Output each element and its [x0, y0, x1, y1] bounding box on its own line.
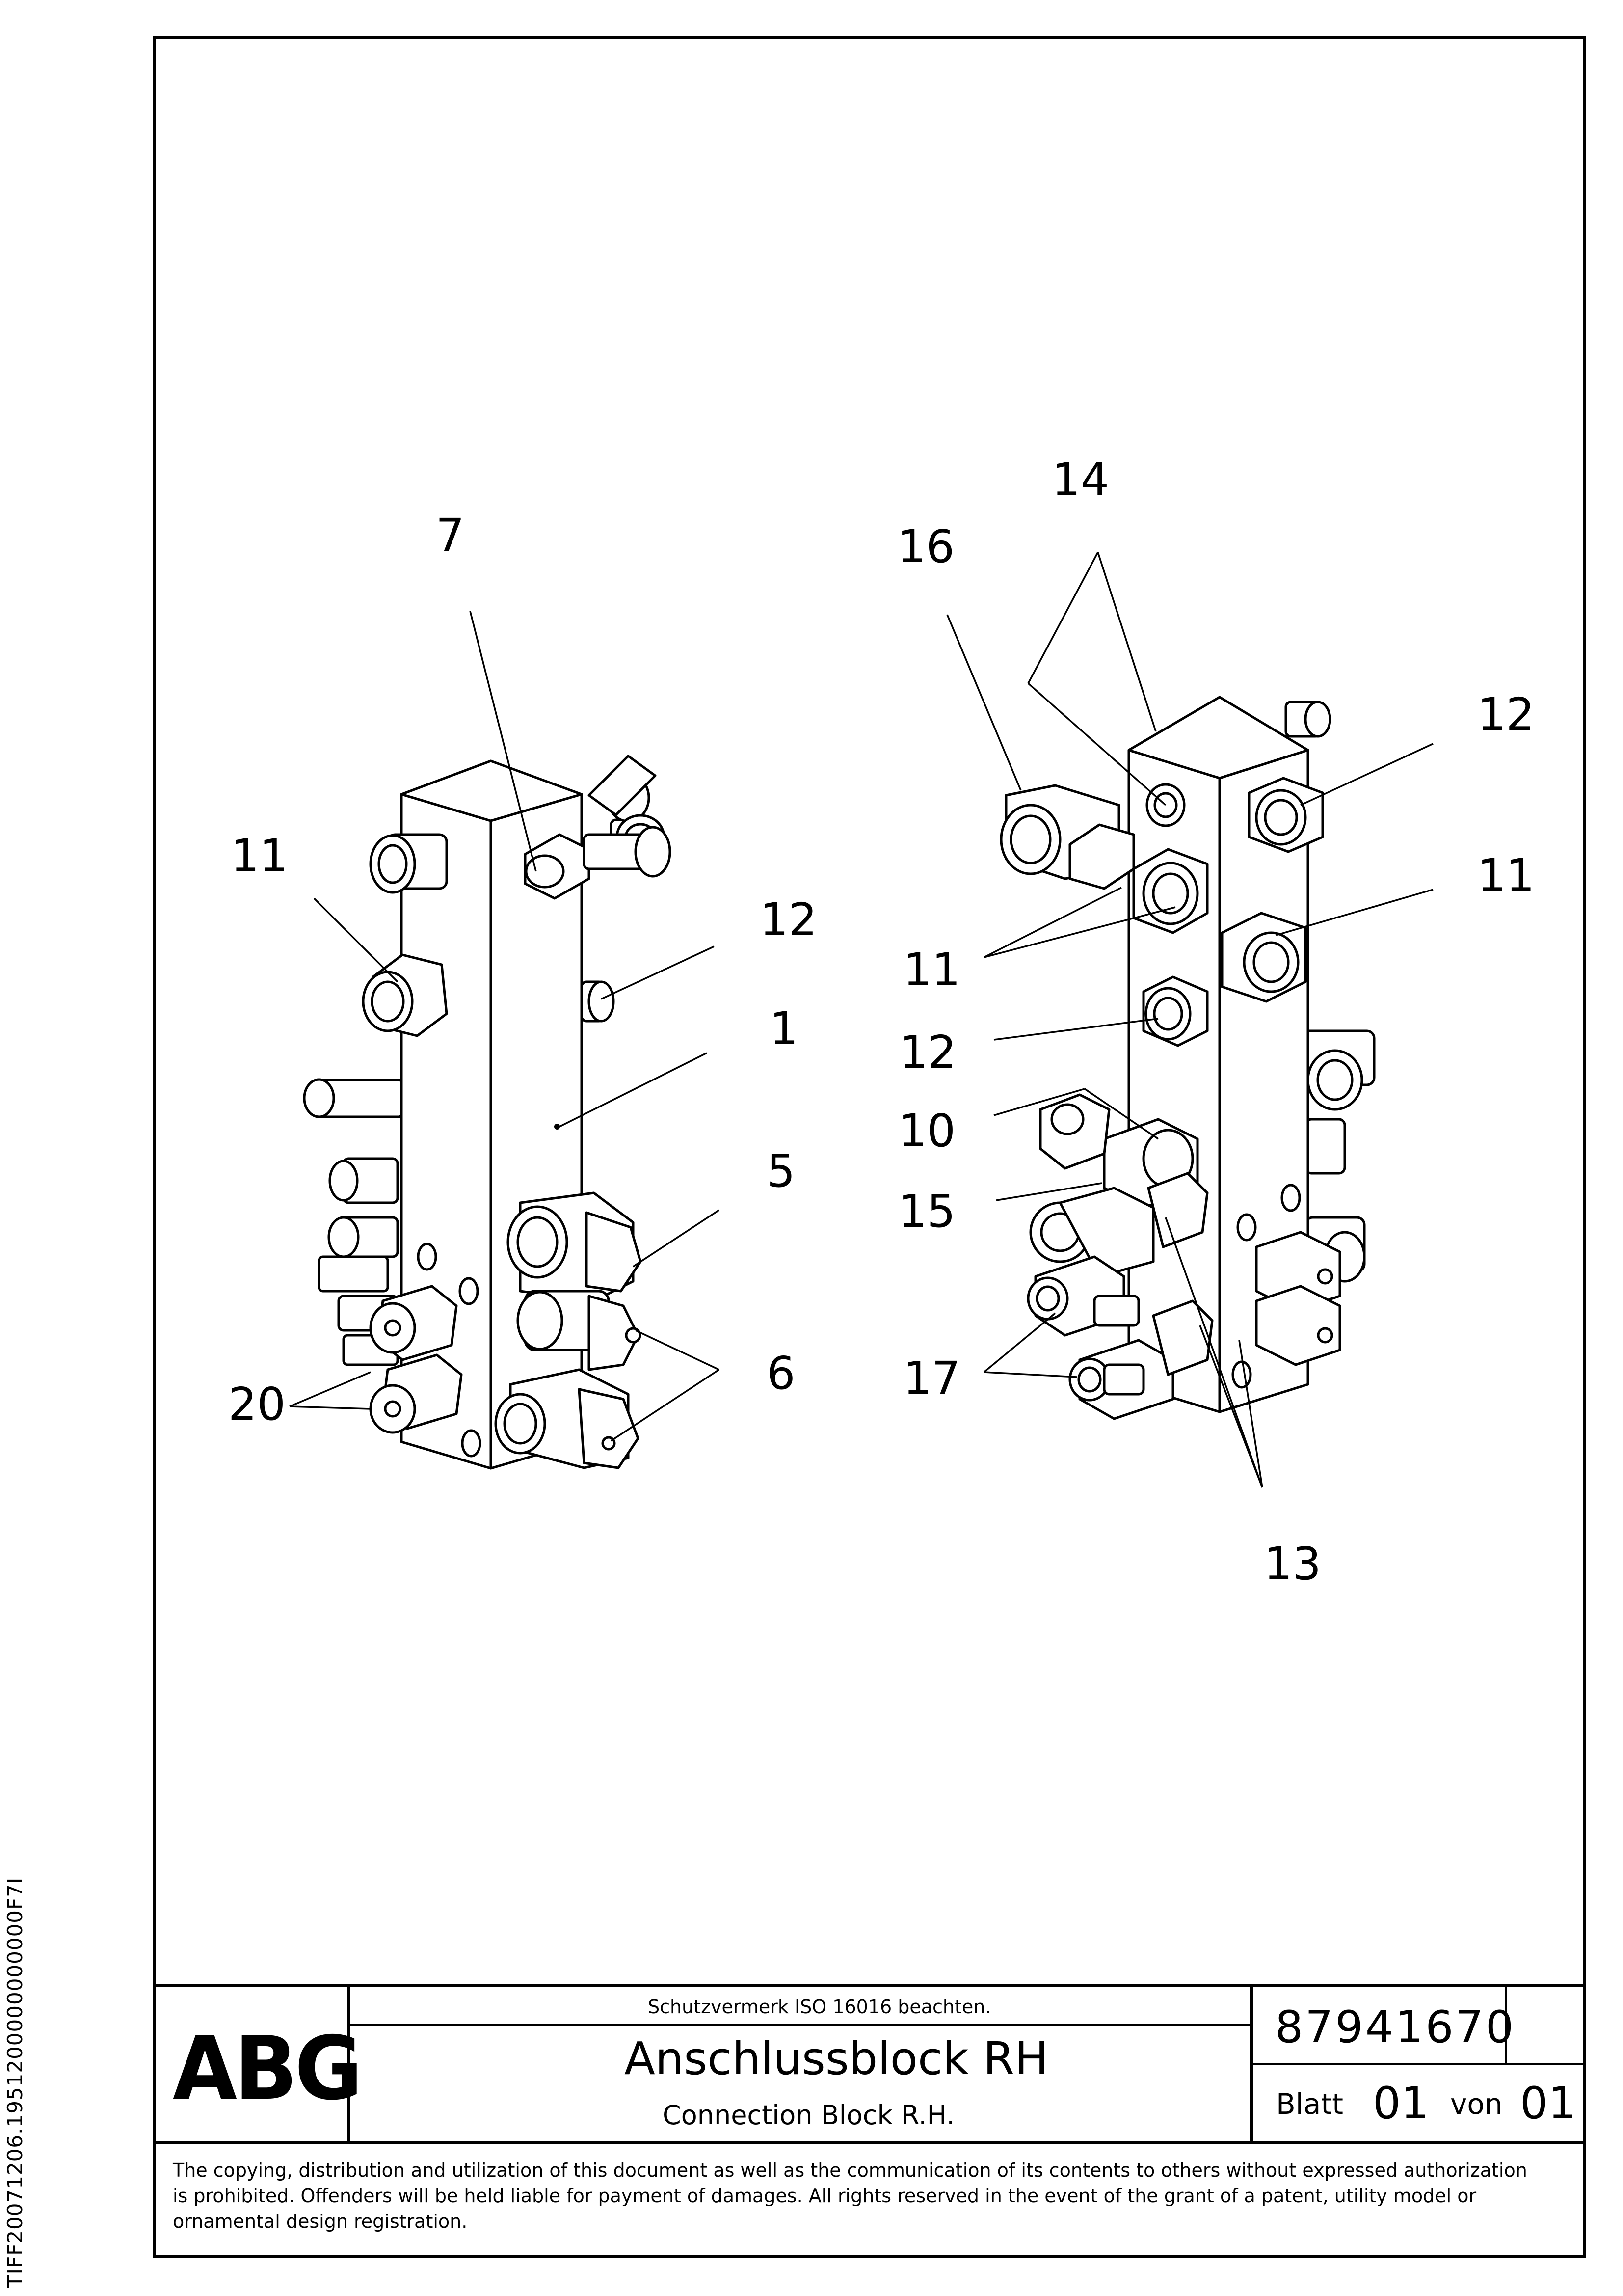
- left-fitting-5: [506, 1191, 642, 1302]
- callout-11-right: 11: [1477, 849, 1535, 902]
- callout-20: 20: [228, 1378, 286, 1431]
- sheet-number: 01: [1373, 2078, 1429, 2129]
- left-block-right-face: [489, 793, 583, 1470]
- drawing-frame: [153, 36, 1586, 2258]
- callout-13: 13: [1264, 1538, 1322, 1590]
- callout-14: 14: [1052, 454, 1110, 506]
- callout-11: 11: [231, 830, 289, 882]
- left-fitting-6b: [494, 1368, 639, 1469]
- right-block-drawing: [1000, 696, 1376, 1420]
- callout-15: 15: [898, 1185, 956, 1238]
- drawing-number: 87941670: [1275, 2001, 1516, 2053]
- right-fitting-11a: [1132, 848, 1209, 934]
- callout-6: 6: [767, 1347, 796, 1400]
- of-label: von: [1450, 2087, 1503, 2121]
- callout-1: 1: [770, 1002, 798, 1055]
- drawing-title-en: Connection Block R.H.: [663, 2100, 955, 2131]
- right-fittings-17: [1027, 1255, 1174, 1420]
- callout-11-right-front: 11: [903, 944, 961, 996]
- left-block-drawing: [303, 755, 671, 1470]
- right-fitting-11b: [1221, 912, 1307, 1003]
- callout-5: 5: [767, 1145, 796, 1197]
- left-block-top-face: [400, 759, 583, 822]
- right-fitting-12a: [1142, 975, 1209, 1047]
- copyright-notice: The copying, distribution and utilizatio…: [173, 2160, 1527, 2232]
- drawing-title-de: Anschlussblock RH: [624, 2032, 1049, 2085]
- left-fitting-6a: [516, 1290, 641, 1371]
- right-fittings-13: [1147, 1172, 1341, 1376]
- callout-17: 17: [903, 1352, 961, 1405]
- right-fitting-16: [1000, 784, 1135, 890]
- left-top-fittings: [369, 826, 671, 900]
- protection-note: Schutzvermerk ISO 16016 beachten.: [648, 1996, 991, 2018]
- side-document-code: TIFF20071206.1951200000000000F7I: [3, 1877, 27, 2288]
- left-side-fittings: [303, 1078, 404, 1366]
- left-fittings-20: [369, 1285, 463, 1434]
- right-block-top-face: [1127, 696, 1309, 780]
- callout-16: 16: [897, 520, 955, 573]
- leader-dots: [554, 1124, 560, 1130]
- sheet-total: 01: [1520, 2078, 1576, 2129]
- abg-logo: ABG: [173, 2018, 363, 2119]
- callout-12-right-top: 12: [1477, 688, 1535, 741]
- leader-lines: [289, 552, 1434, 1488]
- callout-7: 7: [436, 509, 465, 562]
- callout-10: 10: [898, 1105, 956, 1157]
- sheet-label: Blatt: [1276, 2087, 1343, 2121]
- callout-12-right-front: 12: [899, 1026, 957, 1079]
- callout-12: 12: [760, 893, 818, 946]
- left-fitting-11: [362, 953, 448, 1037]
- right-fitting-12b: [1248, 777, 1324, 853]
